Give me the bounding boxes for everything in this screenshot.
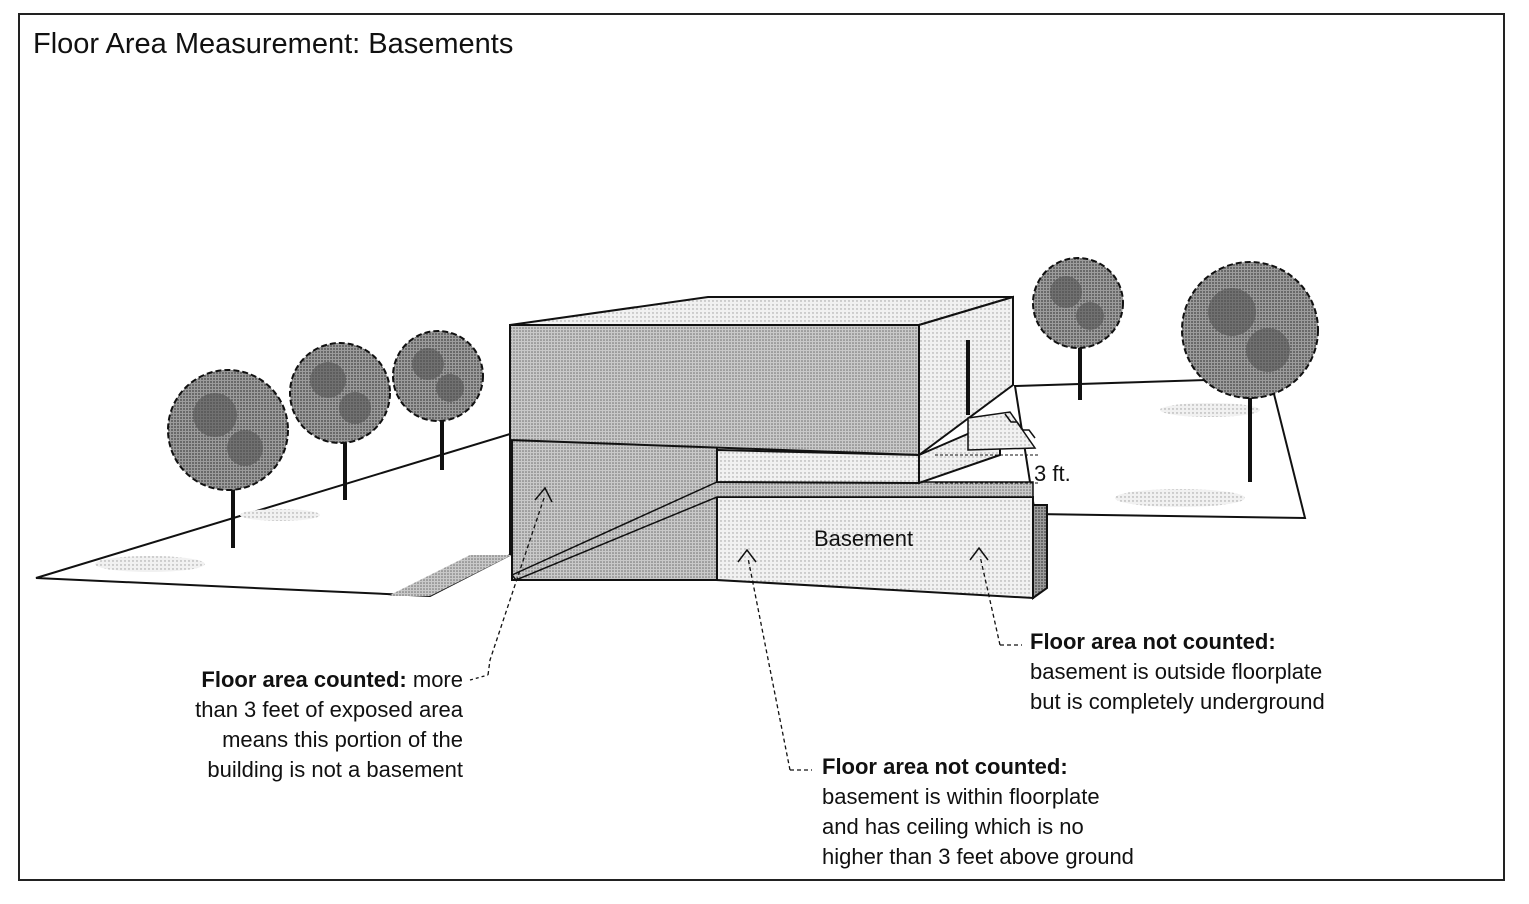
three-ft-label: 3 ft.	[1034, 461, 1071, 486]
callout-counted-line-4: building is not a basement	[207, 757, 463, 782]
callout-floor-area-counted: Floor area counted: more than 3 feet of …	[140, 665, 463, 785]
tree-icon	[392, 330, 484, 470]
callout-counted-line-2: than 3 feet of exposed area	[195, 697, 463, 722]
callout-within-heading: Floor area not counted:	[822, 754, 1068, 779]
callout-not-counted-within: Floor area not counted: basement is with…	[822, 752, 1242, 872]
callout-counted-first-tail: more	[406, 667, 463, 692]
ground-plane-right	[1013, 376, 1307, 520]
tree-icon	[289, 342, 391, 500]
tree-icon	[167, 369, 289, 548]
leader-not-counted-within	[737, 548, 812, 771]
callout-counted-line-1: Floor area counted: more	[140, 665, 463, 695]
callout-counted-heading: Floor area counted:	[201, 667, 407, 692]
callout-not-counted-outside: Floor area not counted: basement is outs…	[1030, 627, 1430, 717]
diagram-title: Floor Area Measurement: Basements	[33, 28, 514, 60]
callout-outside-heading: Floor area not counted:	[1030, 629, 1276, 654]
callout-outside-line-2: but is completely underground	[1030, 689, 1325, 714]
building-block	[509, 295, 1037, 485]
tree-icon	[1181, 261, 1319, 482]
three-ft-dimension: 3 ft.	[935, 454, 1071, 486]
tree-icon	[1032, 257, 1124, 400]
basement-block	[510, 439, 1048, 600]
basement-label: Basement	[814, 526, 913, 551]
leader-counted	[469, 486, 553, 681]
ground-plane-left	[35, 432, 512, 598]
leader-not-counted-outside	[969, 546, 1022, 646]
callout-within-line-2: and has ceiling which is no	[822, 814, 1084, 839]
callout-counted-line-3: means this portion of the	[222, 727, 463, 752]
callout-within-line-3: higher than 3 feet above ground	[822, 844, 1134, 869]
callout-outside-line-1: basement is outside floorplate	[1030, 659, 1323, 684]
callout-within-line-1: basement is within floorplate	[822, 784, 1100, 809]
